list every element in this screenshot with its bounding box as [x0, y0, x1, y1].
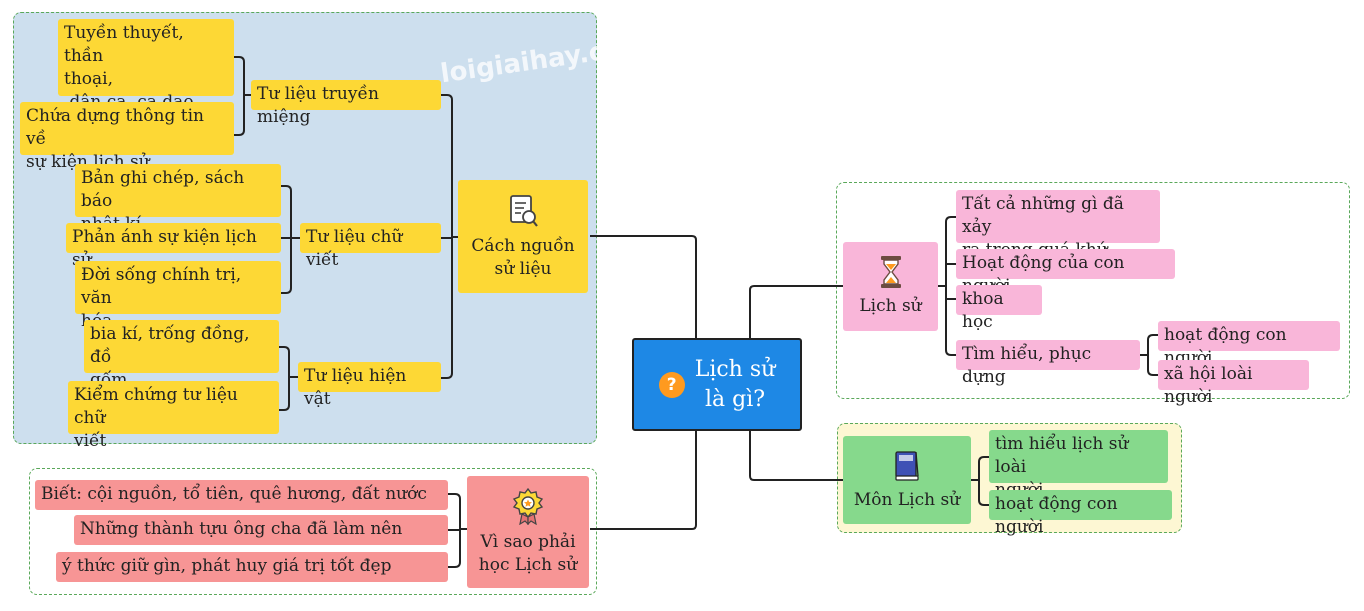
connector-root-why — [590, 431, 697, 530]
artifact-item-2-line2: viết — [74, 431, 107, 451]
subject-item-2-line1: hoạt động con người — [995, 494, 1118, 537]
subject-topic-label: Môn Lịch sử — [853, 489, 961, 510]
history-item-2[interactable]: Hoạt động của con người — [956, 249, 1175, 296]
connector-history-sub — [1140, 334, 1158, 376]
sources-topic-line1: Cách nguồn — [471, 235, 575, 256]
book-icon — [895, 450, 919, 481]
connector-written — [281, 185, 300, 294]
oral-item-1-line2: thoại, — [64, 69, 113, 89]
history-item-4-line1: Tìm hiểu, phục dựng — [962, 344, 1092, 387]
connector-oral — [234, 56, 251, 136]
connector-why — [448, 493, 467, 568]
history-item-1[interactable]: Tất cả những gì đã xảy ra trong quá khứ — [956, 190, 1160, 260]
history-item-1-line1: Tất cả những gì đã xảy — [962, 194, 1124, 237]
written-item-3[interactable]: Đời sống chính trị, văn hóa — [75, 261, 281, 331]
question-icon: ? — [658, 371, 685, 398]
written-item-1[interactable]: Bản ghi chép, sách báo nhật kí — [75, 164, 281, 234]
connector-root-history — [749, 285, 843, 338]
why-topic-node[interactable]: Vì sao phải học Lịch sử — [467, 476, 589, 588]
oral-item-2-line1: Chứa dựng thông tin về — [26, 106, 204, 149]
history-item-4[interactable]: Tìm hiểu, phục dựng — [956, 340, 1140, 387]
connector-artifact — [279, 346, 298, 411]
sources-topic-line2: sử liệu — [494, 258, 552, 279]
subject-item-1-line1: tìm hiểu lịch sử loài — [995, 434, 1129, 477]
subject-item-2[interactable]: hoạt động con người — [989, 490, 1172, 537]
why-item-2[interactable]: Những thành tựu ông cha đã làm nên — [74, 515, 448, 545]
history-sub-item-2[interactable]: xã hội loài người — [1158, 360, 1309, 407]
root-title: Lịch sử là gì? — [695, 355, 776, 415]
artifact-branch-node[interactable]: Tư liệu hiện vật — [298, 362, 441, 409]
why-topic-line2: học Lịch sử — [478, 555, 578, 575]
root-node[interactable]: ? Lịch sử là gì? — [632, 338, 802, 431]
connector-root-subject — [749, 431, 843, 481]
why-item-3[interactable]: ý thức giữ gìn, phát huy giá trị tốt đẹp — [56, 552, 448, 582]
subject-item-1[interactable]: tìm hiểu lịch sử loài người — [989, 430, 1168, 500]
artifact-item-2-line1: Kiểm chứng tư liệu chữ — [74, 385, 238, 428]
written-item-2[interactable]: Phản ánh sự kiện lịch sử — [66, 223, 281, 270]
history-sub-item-1[interactable]: hoạt động con người — [1158, 321, 1340, 368]
artifact-item-1[interactable]: bia kí, trống đồng, đồ gốm…. — [84, 320, 279, 390]
connector-sources-trunk — [441, 94, 458, 379]
root-title-line2: là gì? — [704, 386, 766, 412]
connector-history — [938, 216, 956, 356]
oral-item-1[interactable]: Tuyền thuyết, thần thoại, dân ca, ca dao… — [58, 19, 234, 112]
connector-root-sources — [590, 235, 697, 338]
history-topic-label: Lịch sử — [859, 296, 922, 316]
history-item-3[interactable]: khoa học — [956, 285, 1042, 332]
history-topic-node[interactable]: Lịch sử — [843, 242, 938, 331]
artifact-item-1-line1: bia kí, trống đồng, đồ — [90, 324, 250, 367]
hourglass-icon — [880, 256, 901, 288]
history-item-3-line1: khoa học — [962, 289, 1004, 332]
written-branch-node[interactable]: Tư liệu chữ viết — [300, 223, 441, 270]
artifact-item-2[interactable]: Kiểm chứng tư liệu chữ viết — [68, 381, 279, 451]
oral-item-1-line1: Tuyền thuyết, thần — [64, 23, 184, 66]
why-item-1[interactable]: Biết: cội nguồn, tổ tiên, quê hương, đất… — [35, 480, 448, 510]
sources-topic-node[interactable]: Cách nguồn sử liệu — [458, 180, 588, 293]
subject-topic-node[interactable]: Môn Lịch sử — [843, 436, 971, 524]
oral-branch-node[interactable]: Tư liệu truyền miệng — [251, 80, 441, 127]
written-item-1-line1: Bản ghi chép, sách báo — [81, 168, 245, 211]
oral-item-2[interactable]: Chứa dựng thông tin về sự kiện lịch sử — [20, 102, 234, 172]
document-magnifier-icon — [510, 194, 538, 227]
connector-subject — [971, 456, 989, 506]
written-item-3-line1: Đời sống chính trị, văn — [81, 265, 242, 308]
why-topic-line1: Vì sao phải — [480, 532, 576, 552]
medal-icon — [512, 487, 544, 525]
root-title-line1: Lịch sử — [694, 356, 776, 382]
